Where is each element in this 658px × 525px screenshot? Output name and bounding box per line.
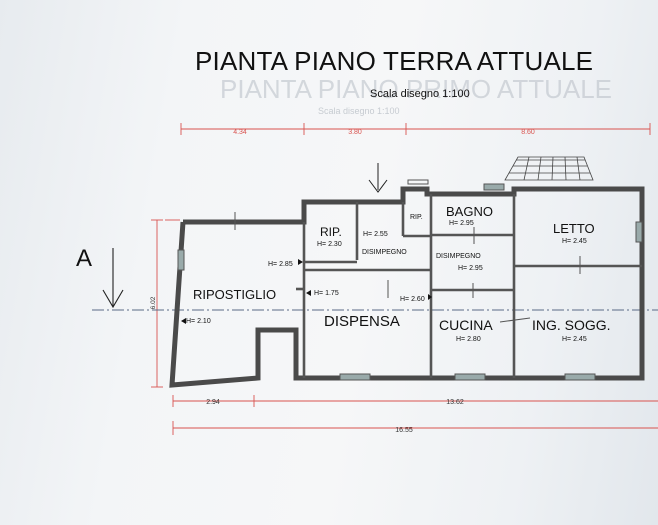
room-letto-name: LETTO — [553, 221, 595, 236]
dim-top-3: 8.60 — [521, 129, 535, 136]
show-through-scale: Scala disegno 1:100 — [318, 106, 400, 116]
dimension-lines — [151, 123, 658, 435]
door-height-2: H= 1.75 — [314, 290, 339, 297]
room-letto-height: H= 2.45 — [562, 238, 587, 245]
room-disimpegno-2-height: H= 2.95 — [458, 265, 483, 272]
dim-bottom-1: 2.94 — [206, 399, 220, 406]
room-ripostiglio-name: RIPOSTIGLIO — [193, 287, 276, 302]
plan-scale: Scala disegno 1:100 — [370, 88, 470, 100]
section-line: A — [76, 245, 658, 311]
section-label: A — [76, 245, 92, 272]
room-ing-sogg-name: ING. SOGG. — [532, 317, 611, 333]
room-bagno-name: BAGNO — [446, 204, 493, 219]
dim-bottom-2: 13.62 — [446, 399, 464, 406]
room-disimpegno-1-height: H= 2.55 — [363, 231, 388, 238]
door-marks — [177, 179, 643, 381]
dim-left-height: 6.02 — [150, 296, 157, 309]
plan-title: PIANTA PIANO TERRA ATTUALE — [195, 46, 594, 76]
room-rip-1-name: RIP. — [320, 225, 342, 239]
room-rip-1-height: H= 2.30 — [317, 241, 342, 248]
show-through-title: PIANTA PIANO PRIMO ATTUALE — [220, 74, 613, 104]
height-arrows — [181, 259, 432, 324]
dim-total: 16.55 — [395, 427, 413, 434]
room-ripostiglio-height: H= 2.10 — [186, 318, 211, 325]
room-disimpegno-1-name: DISIMPEGNO — [362, 249, 407, 256]
room-bagno-height: H= 2.95 — [449, 220, 474, 227]
room-dispensa-height: H= 2.60 — [400, 296, 425, 303]
interior-walls — [296, 194, 642, 378]
room-rip-2-name: RIP. — [410, 214, 423, 221]
room-ing-sogg-height: H= 2.45 — [562, 336, 587, 343]
dim-top-1: 4.34 — [233, 129, 247, 136]
door-height-1: H= 2.85 — [268, 261, 293, 268]
exterior-walls — [169, 186, 645, 388]
room-dispensa-name: DISPENSA — [324, 313, 400, 330]
staircase — [504, 156, 594, 181]
room-cucina-name: CUCINA — [439, 317, 493, 333]
room-disimpegno-2-name: DISIMPEGNO — [436, 253, 481, 260]
room-cucina-height: H= 2.80 — [456, 336, 481, 343]
dim-top-2: 3.80 — [348, 129, 362, 136]
entrance-arrow-icon — [368, 163, 388, 193]
